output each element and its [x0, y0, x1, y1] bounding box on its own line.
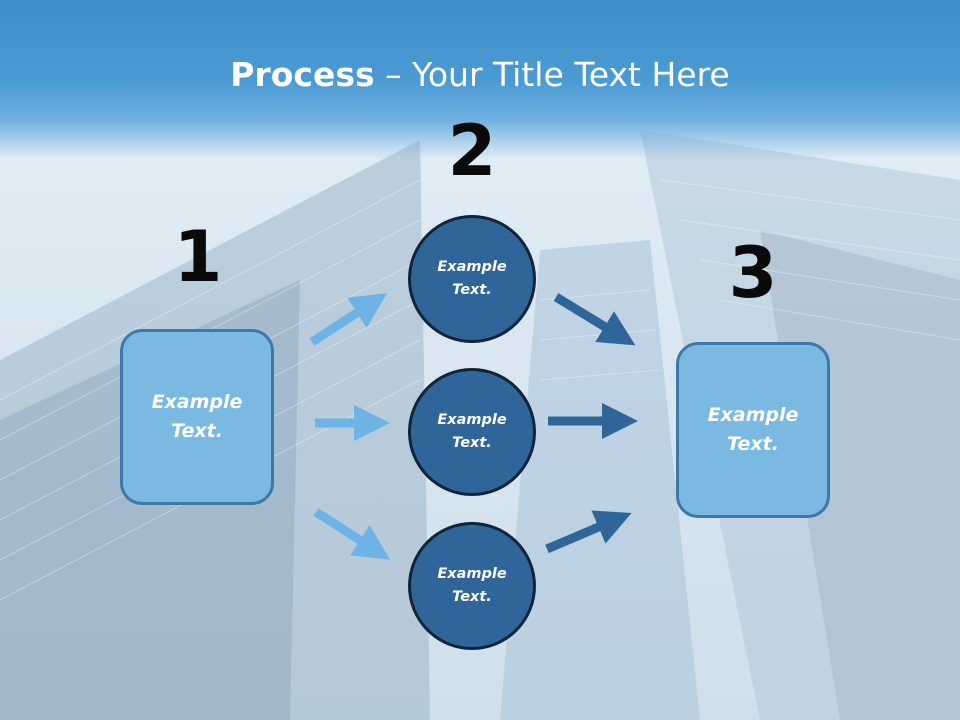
dark-arrow-down-right: [553, 293, 636, 346]
left-box: Example Text.: [120, 329, 274, 505]
dark-arrow-up-right: [545, 510, 632, 554]
light-arrow-down-right: [313, 508, 391, 560]
circle-top-text: Example Text.: [437, 259, 507, 298]
right-box-text: Example Text.: [707, 404, 799, 455]
circle-bottom: Example Text.: [408, 522, 536, 650]
title-rest: – Your Title Text Here: [374, 55, 730, 94]
left-box-text: Example Text.: [151, 391, 243, 442]
step-number-1: 1: [173, 216, 223, 298]
step-number-3: 3: [728, 232, 778, 314]
slide-title: Process – Your Title Text Here: [0, 52, 960, 98]
circle-bottom-text: Example Text.: [437, 566, 507, 605]
step-number-2: 2: [447, 110, 497, 192]
title-bold: Process: [230, 55, 375, 94]
circle-middle: Example Text.: [408, 368, 536, 496]
title-banner: [0, 0, 960, 160]
right-box: Example Text.: [676, 342, 830, 518]
circle-top: Example Text.: [408, 215, 536, 343]
light-arrow-up-right: [309, 293, 388, 346]
circle-middle-text: Example Text.: [437, 412, 507, 451]
